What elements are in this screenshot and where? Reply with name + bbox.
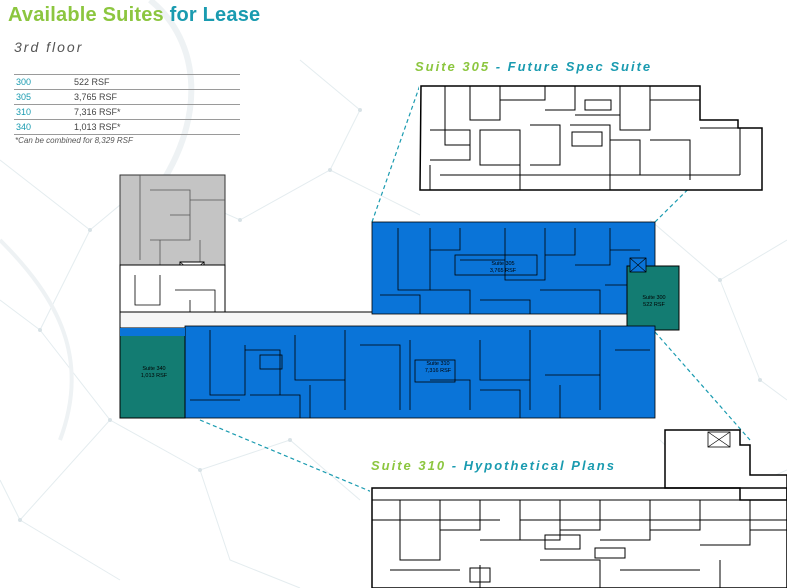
suite-305-area: [371, 221, 656, 315]
suite-rsf: 1,013 RSF*: [72, 119, 240, 135]
suite-name: Suite 300: [642, 295, 666, 301]
suite-rsf: 1,013 RSF: [140, 373, 168, 380]
suite-300-area: [626, 257, 680, 331]
suite-305-plan-title: Suite 305 - Future Spec Suite: [415, 59, 652, 74]
floor-label: 3rd floor: [14, 39, 84, 55]
title-available-suites: Available Suites: [8, 4, 170, 26]
suite-305-label: Suite 305 3,765 RSF: [478, 261, 528, 276]
suite-number: 300: [14, 74, 72, 90]
table-row: 300 522 RSF: [14, 74, 240, 90]
suite-310-label: Suite 310 7,316 RSF: [413, 361, 463, 376]
table-row: 305 3,765 RSF: [14, 89, 240, 105]
plan-title-suite: Suite 305: [415, 59, 491, 74]
suite-340-area: [119, 327, 186, 419]
suite-number: 310: [14, 104, 72, 120]
title-for-lease: for Lease: [169, 4, 261, 26]
common-core-area: [119, 174, 226, 326]
footnote: *Can be combined for 8,329 RSF: [15, 136, 133, 145]
suite-number: 305: [14, 89, 72, 105]
suite-340-label: Suite 340 1,013 RSF: [133, 366, 175, 381]
suites-table: 300 522 RSF 305 3,765 RSF 310 7,316 RSF*…: [14, 74, 240, 135]
suite-name: Suite 310: [426, 361, 450, 367]
table-row: 310 7,316 RSF*: [14, 104, 240, 120]
page-title: Available Suites for Lease: [8, 4, 260, 27]
suite-rsf: 522 RSF: [643, 302, 665, 309]
suite-rsf: 3,765 RSF: [72, 89, 240, 105]
suite-rsf: 3,765 RSF: [489, 268, 517, 275]
suite-rsf: 7,316 RSF: [424, 368, 452, 375]
suite-number: 340: [14, 119, 72, 135]
suite-name: Suite 305: [491, 261, 515, 267]
suite-rsf: 7,316 RSF*: [72, 104, 240, 120]
suite-name: Suite 340: [142, 366, 166, 372]
table-row: 340 1,013 RSF*: [14, 119, 240, 135]
suite-310-inset-plan: [370, 429, 787, 588]
plan-title-subtitle: - Hypothetical Plans: [446, 458, 616, 473]
suite-310-area: [184, 325, 656, 419]
suite-300-label: Suite 300 522 RSF: [631, 295, 677, 310]
suite-305-inset-plan: [419, 82, 764, 191]
plan-title-suite: Suite 310: [371, 458, 447, 473]
plan-title-subtitle: - Future Spec Suite: [490, 59, 653, 74]
suite-rsf: 522 RSF: [72, 74, 240, 90]
suite-310-plan-title: Suite 310 - Hypothetical Plans: [371, 458, 616, 473]
